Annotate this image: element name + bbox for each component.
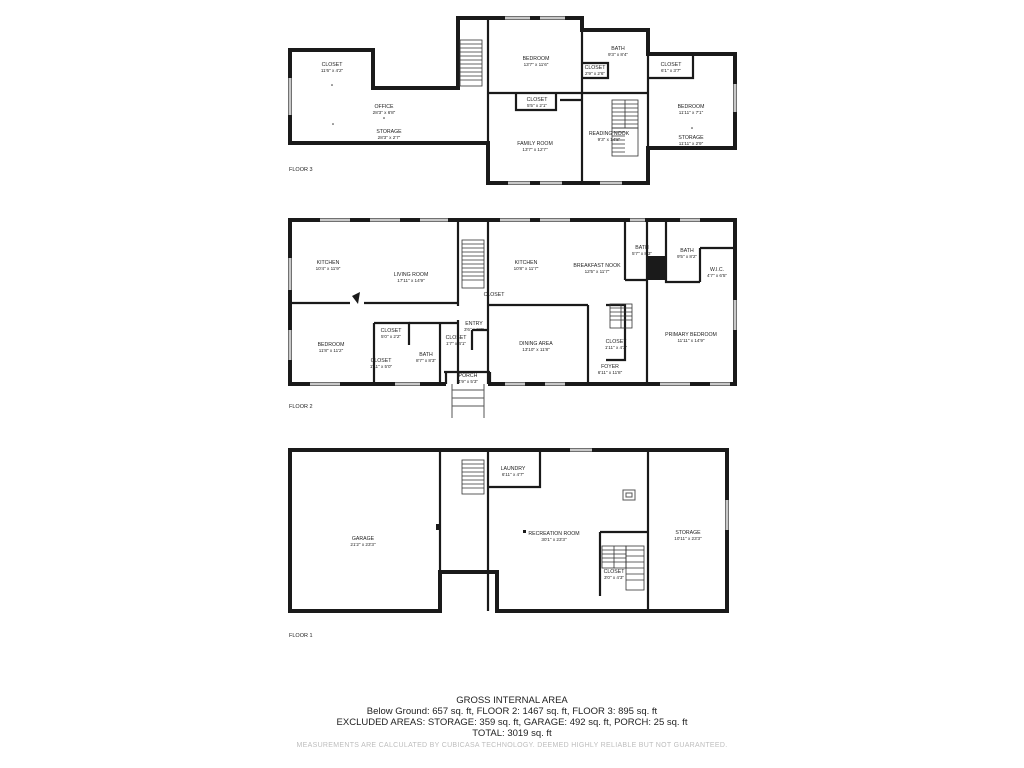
- room-dining-area-label: DINING AREA: [519, 341, 553, 347]
- room-office-label: OFFICE: [374, 104, 394, 110]
- room-office-dim: 28'3" x 6'8": [373, 110, 396, 115]
- room-wic-dim: 4'7" x 6'5": [707, 273, 727, 278]
- room-recreation-room-dim: 30'1" x 23'3": [541, 537, 567, 542]
- room-bath-dim: 9'3" x 8'4": [608, 52, 628, 57]
- room-closet-label: CLOSET: [381, 328, 403, 334]
- room-bath-label: BATH: [419, 352, 433, 358]
- room-family-room-dim: 13'7" x 12'7": [522, 147, 548, 152]
- room-closet-label: CLOSET: [527, 97, 549, 103]
- room-bath-label: BATH: [611, 46, 625, 52]
- room-closet-label: CLOSET: [661, 62, 683, 68]
- room-primary-bedroom-dim: 11'11" x 14'9": [677, 338, 704, 343]
- room-closet-dim: 11'6" x 4'2": [321, 68, 344, 73]
- room-bedroom-label: BEDROOM: [318, 342, 345, 348]
- room-closet-dim: 5'0" x 2'2": [381, 334, 401, 339]
- room-closet-dim: 1'7" x 4'1": [446, 341, 466, 346]
- area-heading: GROSS INTERNAL AREA: [456, 695, 568, 706]
- room-storage-label: STORAGE: [376, 129, 402, 135]
- room-living-room-dim: 17'11" x 14'9": [397, 278, 425, 283]
- room-bedroom-dim: 11'8" x 11'2": [319, 348, 344, 353]
- room-bath-label: BATH: [635, 245, 649, 251]
- room-closet-label: CLOSET: [371, 358, 393, 364]
- room-bedroom-dim: 11'11" x 7'1": [679, 110, 704, 115]
- room-bedroom-dim: 13'7" x 11'6": [524, 62, 549, 67]
- room-closet-label: CLOSET: [484, 292, 506, 298]
- excluded-areas: EXCLUDED AREAS: STORAGE: 359 sq. ft, GAR…: [336, 717, 688, 728]
- room-storage-dim: 11'11" x 2'9": [679, 141, 704, 146]
- area-breakdown: Below Ground: 657 sq. ft, FLOOR 2: 1467 …: [366, 706, 658, 717]
- room-bedroom-label: BEDROOM: [523, 56, 550, 62]
- room-bedroom-label: BEDROOM: [678, 104, 705, 110]
- room-closet-dim: 1'11" x 5'0": [370, 364, 393, 369]
- room-laundry-label: LAUNDRY: [501, 466, 526, 472]
- room-garage-label: GARAGE: [352, 536, 375, 542]
- room-breakfast-nook-dim: 12'5" x 11'7": [585, 269, 610, 274]
- room-garage-dim: 21'2" x 23'3": [350, 542, 376, 547]
- floor-2-plan: KITCHEN 10'4" x 11'9" LIVING ROOM 17'11"…: [288, 218, 737, 418]
- room-family-room-label: FAMILY ROOM: [517, 141, 553, 147]
- room-kitchen-label: KITCHEN: [317, 260, 340, 266]
- room-closet-dim: 6'1" x 3'7": [661, 68, 681, 73]
- floor-3-plan: CLOSET 11'6" x 4'2" OFFICE 28'3" x 6'8" …: [288, 16, 737, 185]
- room-kitchen-label: KITCHEN: [515, 260, 538, 266]
- floor-1-plan: GARAGE 21'2" x 23'3" LAUNDRY 6'11" x 4'7…: [288, 448, 729, 639]
- room-primary-bedroom-label: PRIMARY BEDROOM: [665, 332, 717, 338]
- floor-3-label: FLOOR 3: [289, 167, 313, 173]
- room-closet-dim: 2'9" x 2'6": [585, 71, 605, 76]
- room-closet-label: CLOSET: [606, 339, 628, 345]
- room-porch-label: PORCH: [459, 373, 478, 379]
- room-storage-dim: 10'11" x 23'3": [674, 536, 702, 541]
- floor-1-label: FLOOR 1: [289, 633, 313, 639]
- room-closet-dim: 1'11" x 4'3": [605, 345, 628, 350]
- floor-plan-diagram: CLOSET 11'6" x 4'2" OFFICE 28'3" x 6'8" …: [288, 16, 737, 639]
- area-summary: GROSS INTERNAL AREA Below Ground: 657 sq…: [0, 695, 1024, 751]
- room-entry-dim: 3'6" x 9'2": [464, 327, 484, 332]
- room-living-room-label: LIVING ROOM: [394, 272, 429, 278]
- room-bath-dim: 8'7" x 8'3": [416, 358, 436, 363]
- room-wic-label: W.I.C.: [710, 267, 724, 273]
- room-closet-dim: 3'0" x 4'3": [604, 575, 624, 580]
- room-storage-dim: 28'3" x 2'7": [378, 135, 401, 140]
- room-bath-dim: 9'5" x 8'2": [677, 254, 697, 259]
- measurement-disclaimer: MEASUREMENTS ARE CALCULATED BY CUBICASA …: [296, 742, 728, 749]
- room-reading-nook-label: READING NOOK: [589, 131, 630, 137]
- room-foyer-dim: 6'11" x 11'8": [598, 370, 623, 375]
- room-closet-label: CLOSET: [446, 335, 468, 341]
- room-closet-dim: 5'5" x 2'1": [527, 103, 547, 108]
- floor-2-label: FLOOR 2: [289, 404, 313, 410]
- room-recreation-room-label: RECREATION ROOM: [528, 531, 579, 537]
- room-kitchen-dim: 10'4" x 11'9": [316, 266, 341, 271]
- room-storage-label: STORAGE: [678, 135, 704, 141]
- room-porch-dim: 4'9" x 5'3": [458, 379, 478, 384]
- room-closet-label: CLOSET: [322, 62, 344, 68]
- room-storage-label: STORAGE: [675, 530, 701, 536]
- room-closet-label: CLOSET: [585, 65, 607, 71]
- room-laundry-dim: 6'11" x 4'7": [502, 472, 525, 477]
- room-foyer-label: FOYER: [601, 364, 619, 370]
- room-kitchen-dim: 10'8" x 11'7": [514, 266, 539, 271]
- room-breakfast-nook-label: BREAKFAST NOOK: [573, 263, 621, 269]
- room-entry-label: ENTRY: [465, 321, 483, 327]
- room-bath-label: BATH: [680, 248, 694, 254]
- room-reading-nook-dim: 9'3" x 14'8": [598, 137, 621, 142]
- room-bath-dim: 5'7" x 8'3": [632, 251, 652, 256]
- total-area: TOTAL: 3019 sq. ft: [472, 728, 552, 739]
- room-dining-area-dim: 13'10" x 11'8": [522, 347, 550, 352]
- room-closet-label: CLOSET: [604, 569, 626, 575]
